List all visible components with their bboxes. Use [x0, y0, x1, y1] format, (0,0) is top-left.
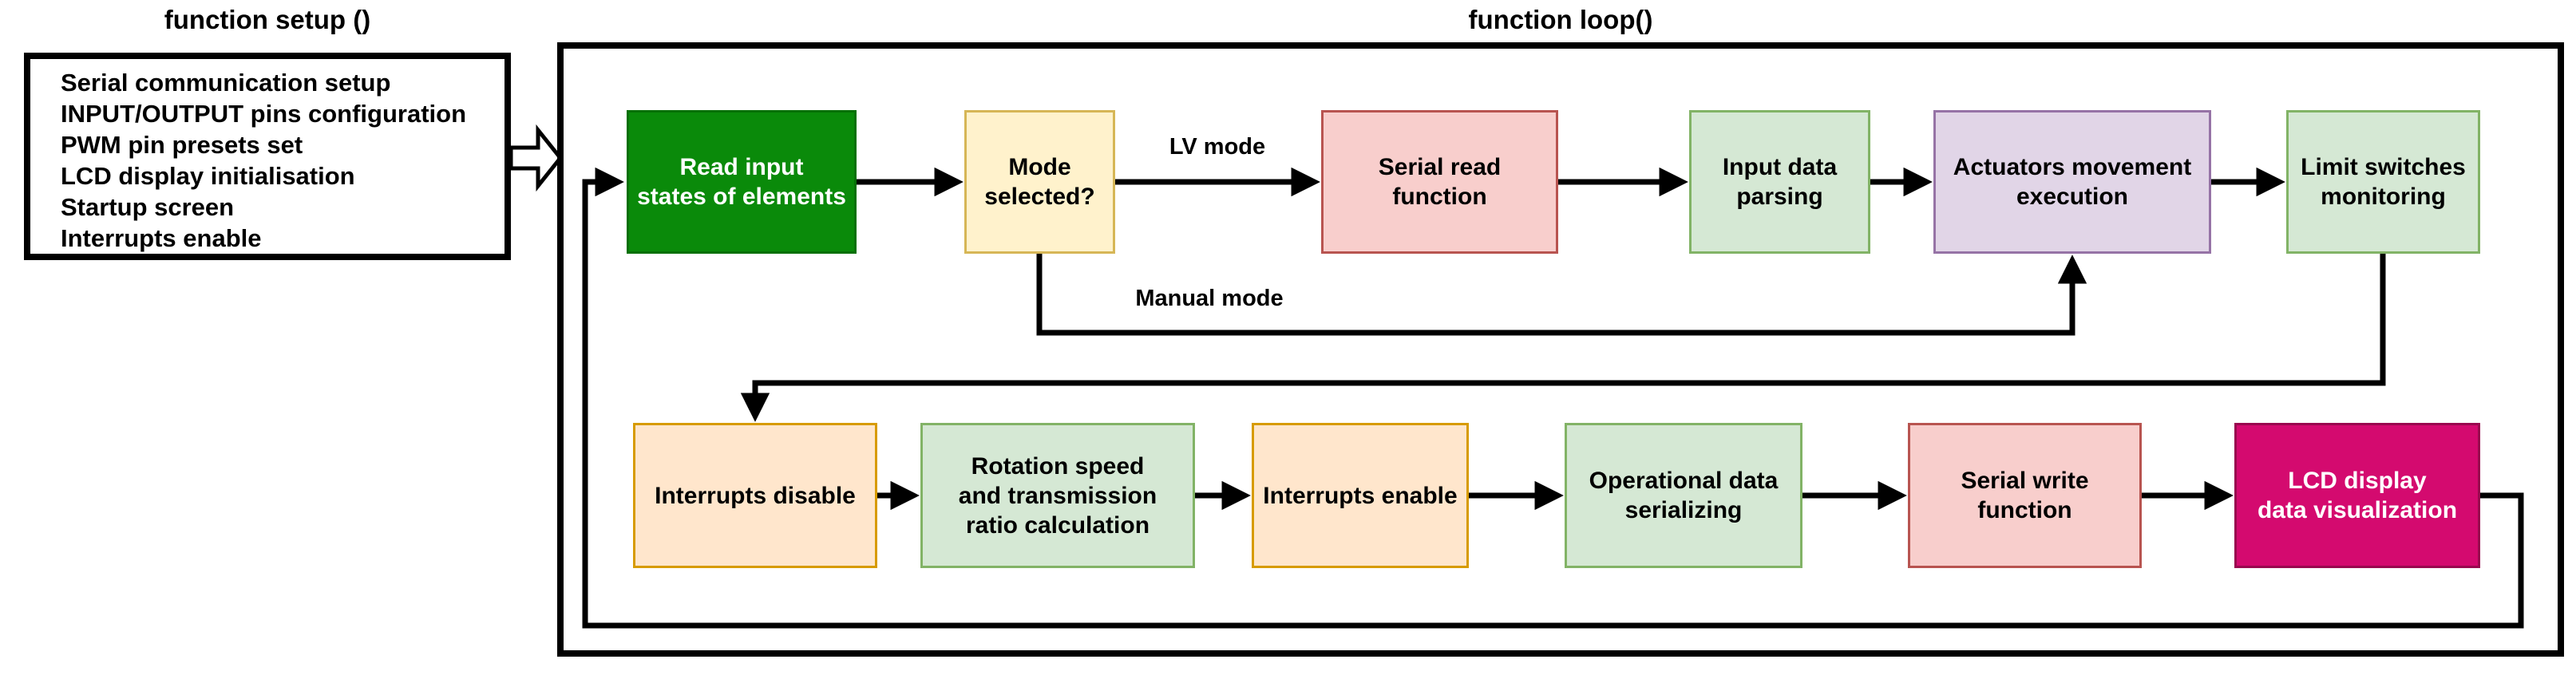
node-operational-data-serializing: Operational data serializing	[1565, 423, 1802, 568]
node-limit-switches-monitoring: Limit switches monitoring	[2286, 110, 2480, 254]
block-arrow-icon	[508, 124, 564, 192]
setup-item: LCD display initialisation	[61, 162, 355, 190]
node-actuators-movement-execution: Actuators movement execution	[1933, 110, 2211, 254]
setup-item: Interrupts enable	[61, 224, 262, 252]
node-mode-selected: Mode selected?	[964, 110, 1115, 254]
setup-box	[24, 53, 511, 260]
edge-label-lv-mode: LV mode	[1169, 134, 1266, 160]
node-serial-read-function: Serial read function	[1321, 110, 1558, 254]
setup-item: PWM pin presets set	[61, 131, 303, 159]
setup-item-list: Serial communication setup INPUT/OUTPUT …	[61, 67, 466, 254]
setup-item: Serial communication setup	[61, 69, 391, 97]
loop-title: function loop()	[1468, 5, 1653, 34]
loop-box	[557, 42, 2564, 657]
setup-title: function setup ()	[164, 5, 371, 34]
node-input-data-parsing: Input data parsing	[1689, 110, 1870, 254]
node-read-input-states: Read input states of elements	[627, 110, 857, 254]
node-serial-write-function: Serial write function	[1908, 423, 2142, 568]
setup-item: INPUT/OUTPUT pins configuration	[61, 100, 467, 128]
node-rotation-speed-calculation: Rotation speed and transmission ratio ca…	[920, 423, 1195, 568]
edge-label-manual-mode: Manual mode	[1135, 286, 1284, 311]
setup-item: Startup screen	[61, 193, 235, 221]
node-interrupts-enable: Interrupts enable	[1252, 423, 1469, 568]
node-lcd-display-visualization: LCD display data visualization	[2234, 423, 2480, 568]
node-interrupts-disable: Interrupts disable	[633, 423, 877, 568]
